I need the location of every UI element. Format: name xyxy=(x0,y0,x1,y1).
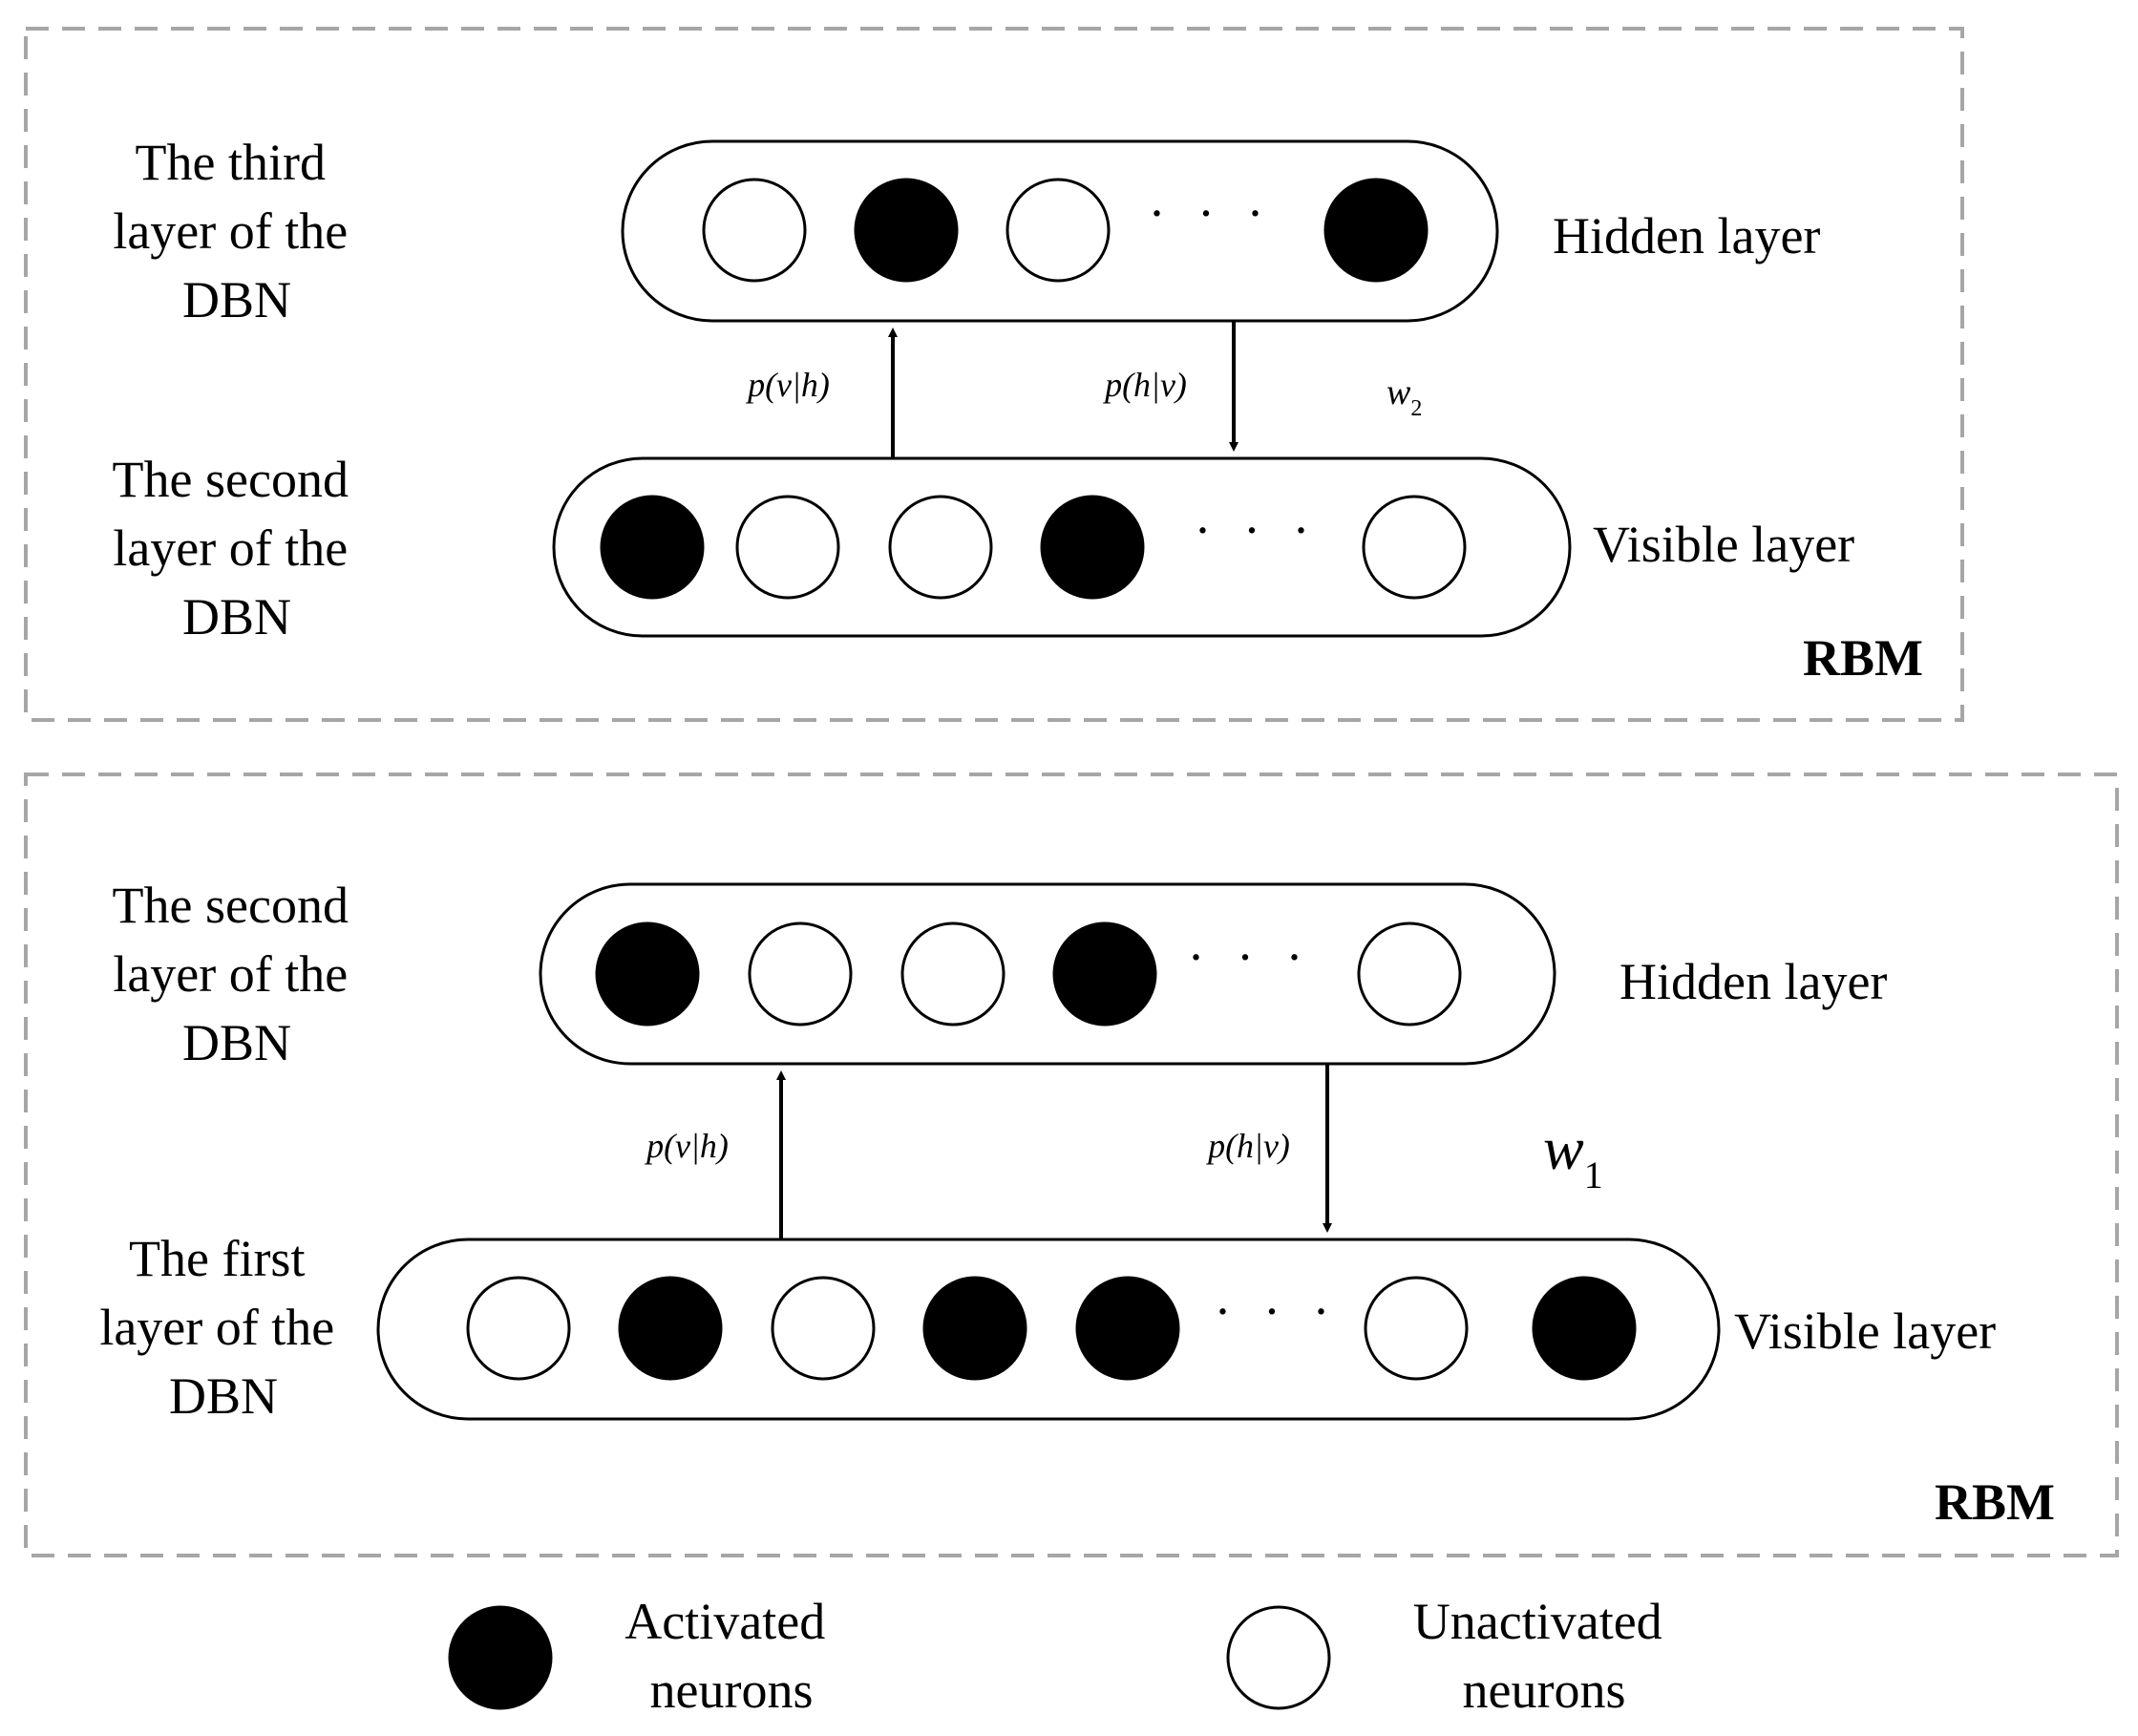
neuron-unactivated xyxy=(1364,1276,1469,1381)
up-probability-label: p(v|h) xyxy=(745,366,830,404)
neuron-unactivated xyxy=(735,495,840,600)
neuron-activated xyxy=(1323,178,1429,283)
weight-label: w2 xyxy=(1387,372,1422,421)
bottom-visible-neurons xyxy=(466,1276,1637,1381)
ellipsis: · · · xyxy=(1149,184,1274,242)
rbm-tag: RBM xyxy=(1935,1473,2055,1531)
neuron-unactivated xyxy=(771,1276,876,1381)
ellipsis: · · · xyxy=(1215,1282,1340,1340)
top-hidden-neurons xyxy=(702,178,1429,283)
hidden-layer-label: Hidden layer xyxy=(1553,207,1820,265)
layer-side-label: The second layer of the DBN xyxy=(113,877,362,1071)
bottom-hidden-neurons xyxy=(595,921,1462,1027)
neuron-unactivated xyxy=(1362,495,1467,600)
bottom-rbm-frame xyxy=(24,773,2119,1557)
top-rbm-frame xyxy=(24,27,1964,722)
neuron-unactivated xyxy=(1005,178,1111,283)
neuron-activated xyxy=(1052,921,1157,1027)
neuron-activated xyxy=(1075,1276,1180,1381)
neuron-activated xyxy=(922,1276,1027,1381)
neuron-unactivated xyxy=(748,921,853,1027)
weight-label: w1 xyxy=(1543,1114,1603,1196)
visible-layer-label: Visible layer xyxy=(1734,1302,1996,1360)
ellipsis: · · · xyxy=(1195,501,1320,559)
rbm-tag: RBM xyxy=(1803,629,1923,687)
layer-side-label: The first layer of the DBN xyxy=(99,1230,347,1425)
legend-activated-swatch xyxy=(448,1605,553,1710)
legend-unactivated-swatch xyxy=(1226,1605,1331,1710)
ellipsis: · · · xyxy=(1188,928,1313,985)
neuron-activated xyxy=(1040,495,1145,600)
neuron-activated xyxy=(854,178,959,283)
neuron-activated xyxy=(600,495,705,600)
neuron-activated xyxy=(618,1276,723,1381)
hidden-layer-label: Hidden layer xyxy=(1619,953,1887,1010)
top-visible-neurons xyxy=(600,495,1467,600)
neuron-activated xyxy=(595,921,700,1027)
down-probability-label: p(h|v) xyxy=(1102,366,1187,404)
legend-activated-label: Activated neurons xyxy=(624,1593,837,1719)
neuron-unactivated xyxy=(888,495,993,600)
bottom-visible-layer-capsule xyxy=(376,1238,1721,1421)
legend-unactivated-label: Unactivated neurons xyxy=(1413,1593,1675,1719)
neuron-unactivated xyxy=(1357,921,1462,1027)
neuron-unactivated xyxy=(702,178,807,283)
down-probability-label: p(h|v) xyxy=(1205,1127,1290,1165)
neuron-unactivated xyxy=(900,921,1005,1027)
up-probability-label: p(v|h) xyxy=(644,1127,729,1165)
visible-layer-label: Visible layer xyxy=(1593,516,1854,573)
layer-side-label: The second layer of the DBN xyxy=(113,451,362,646)
neuron-unactivated xyxy=(466,1276,571,1381)
layer-side-label: The third layer of the DBN xyxy=(113,134,360,328)
neuron-activated xyxy=(1532,1276,1637,1381)
legend: Activated neurons Unactivated neurons xyxy=(448,1593,1675,1719)
